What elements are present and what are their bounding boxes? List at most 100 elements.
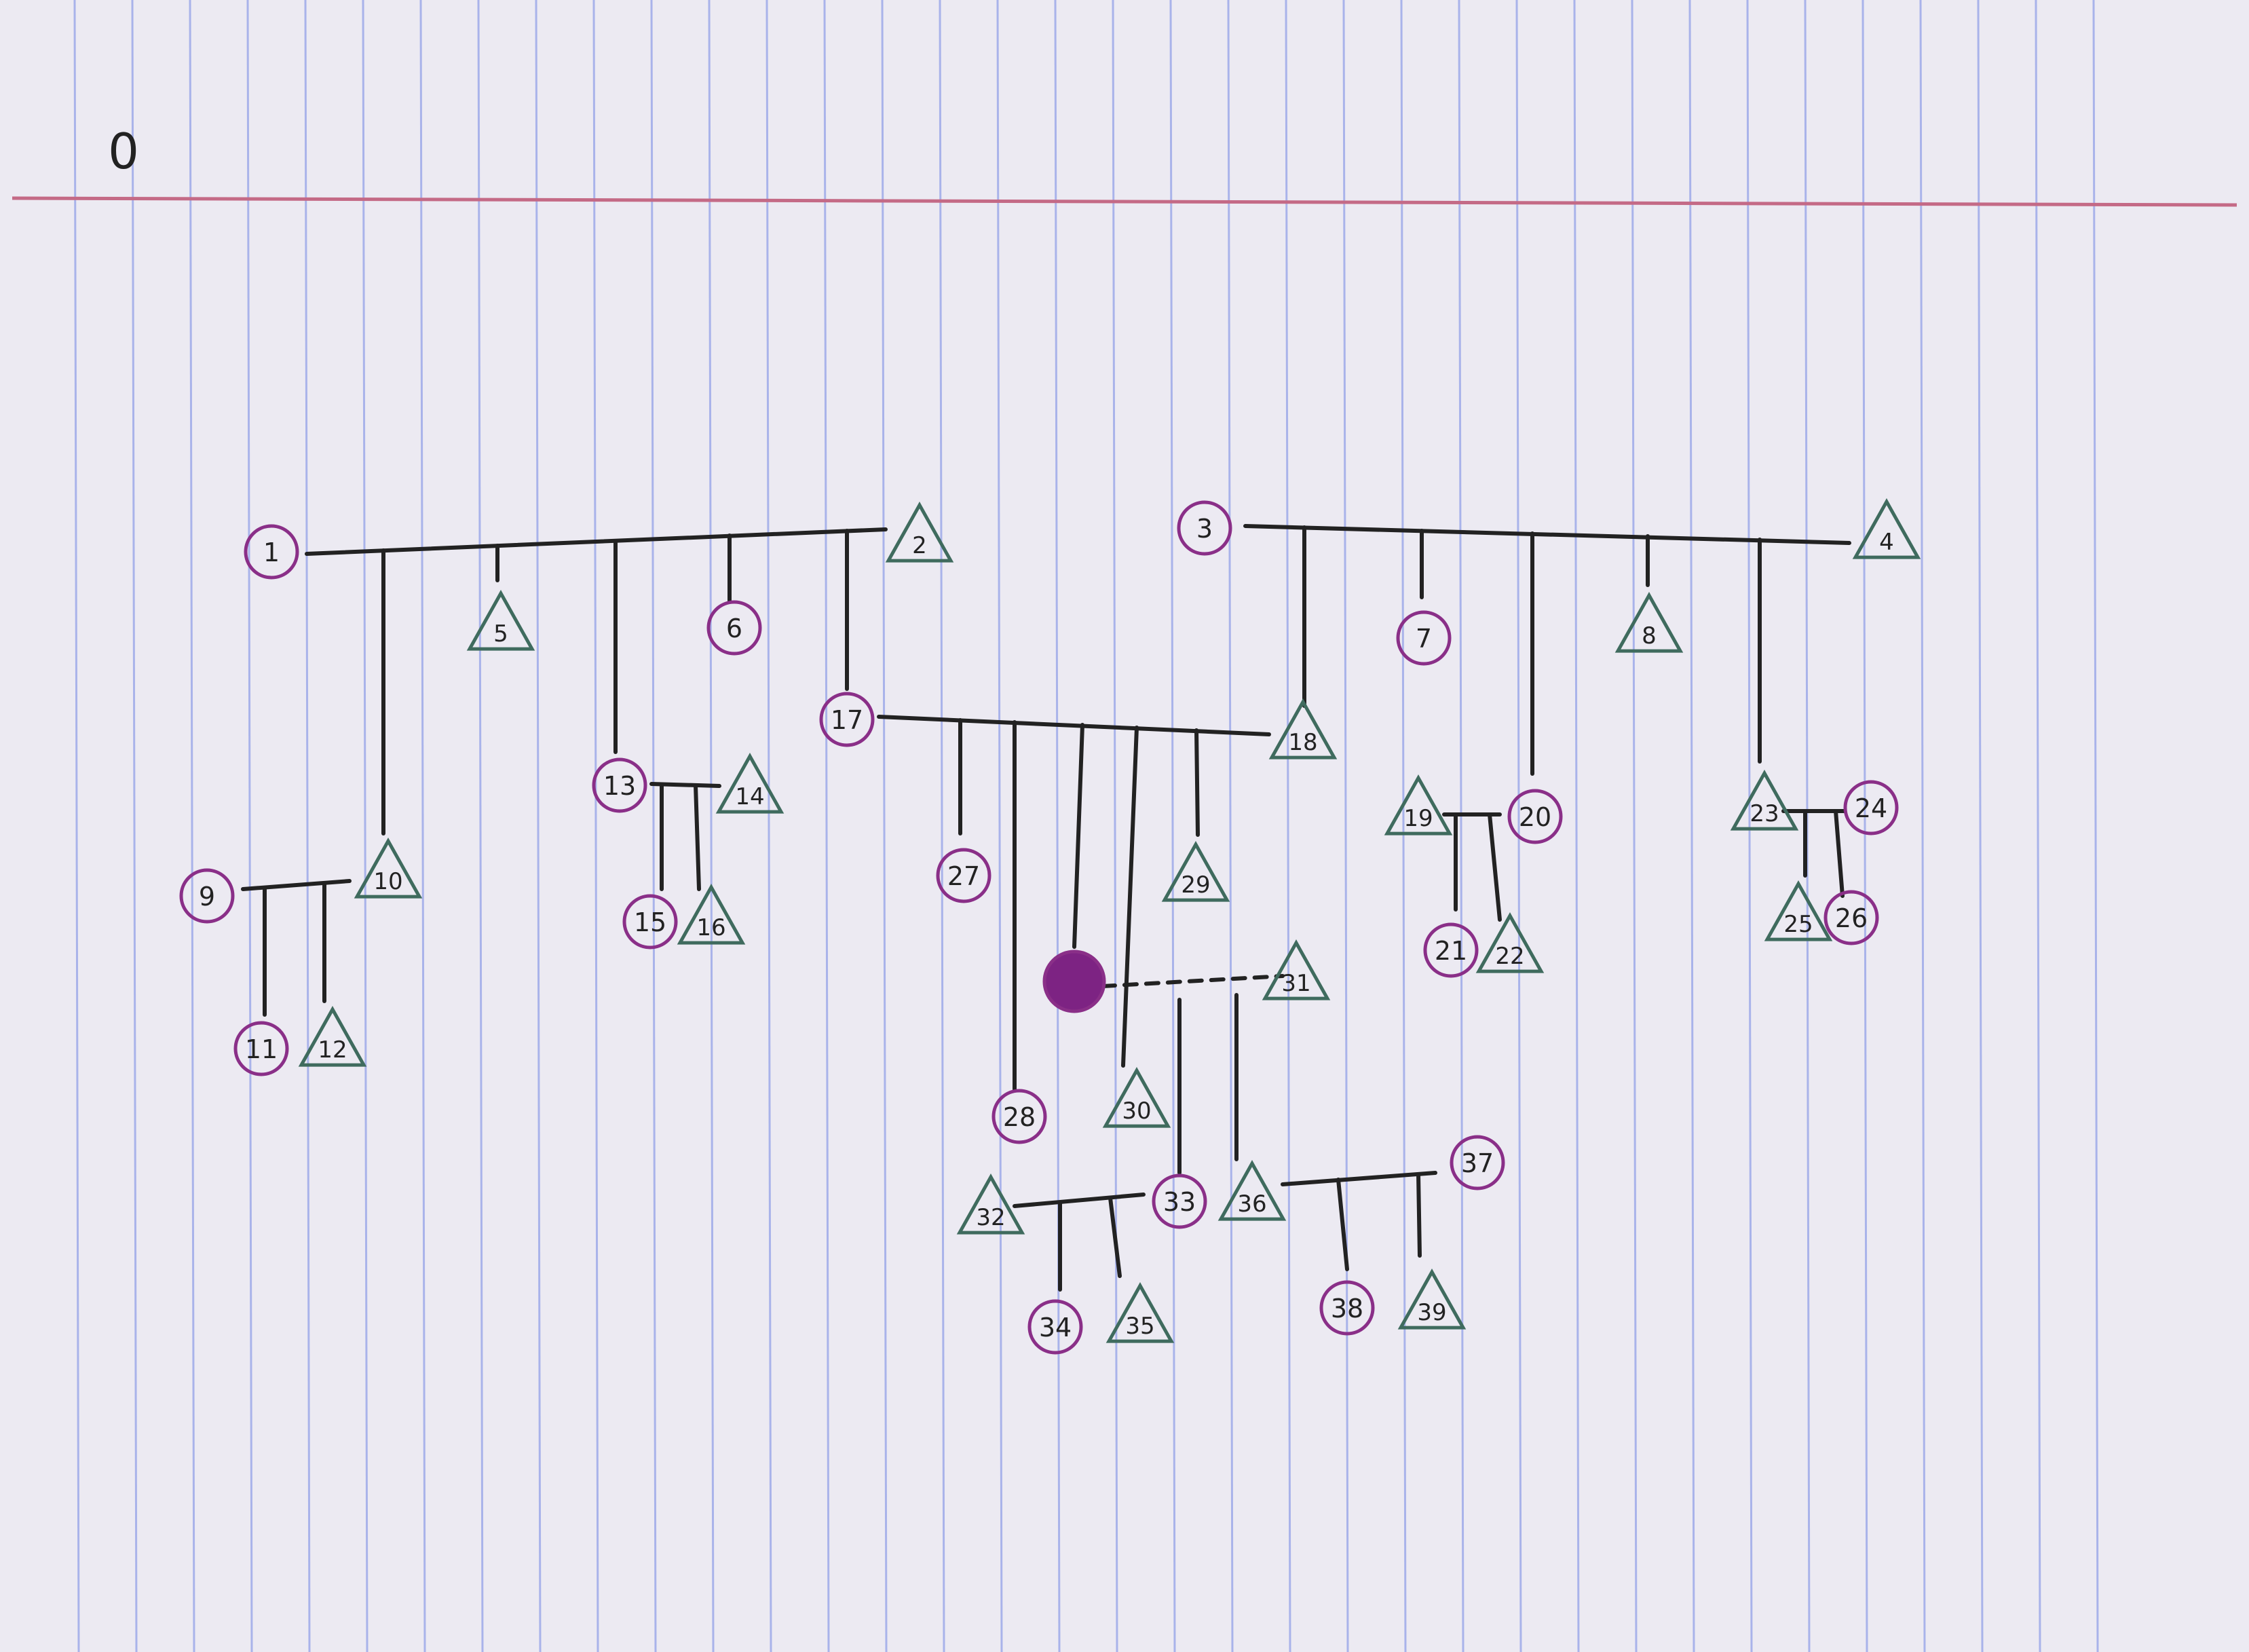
triangle-shape [1730,770,1799,831]
ruled-line [1285,0,1291,1652]
ruled-line [650,0,657,1652]
ruled-line [1054,0,1061,1652]
ruled-line [881,0,888,1652]
female-symbol: 27 [936,848,991,903]
ruled-line [766,0,772,1652]
individual-number: 13 [603,771,636,801]
circle-shape [819,692,875,747]
individual-number: 21 [1435,936,1467,966]
female-symbol: 9 [179,868,235,924]
male-symbol: 4 [1852,498,1921,559]
filled-circle-shape [1042,950,1106,1013]
female-symbol: 33 [1152,1174,1207,1229]
individual-number: 26 [1835,903,1868,933]
individual-number: 14 [735,783,764,810]
margin-line [12,196,2237,207]
female-symbol: 37 [1450,1135,1505,1190]
male-symbol: 32 [956,1174,1025,1235]
circle-shape [622,894,678,950]
individual-number: 1 [263,538,280,567]
male-symbol: 29 [1161,841,1230,902]
circle-shape [244,524,299,580]
ruled-line [708,0,715,1652]
ruled-line [2092,0,2099,1652]
ruled-line [1400,0,1407,1652]
individual-number: 33 [1163,1187,1196,1217]
triangle-shape [1262,939,1331,1000]
individual-number: 7 [1416,624,1432,654]
individual-number: 25 [1783,911,1813,938]
ruled-line [1112,0,1118,1652]
ruled-line [189,0,195,1652]
female-symbol: 21 [1423,922,1479,978]
triangle-shape [354,838,423,899]
corner-mark: 0 [108,123,139,180]
male-symbol: 31 [1262,939,1331,1000]
female-symbol: 24 [1843,780,1899,836]
triangle-shape [956,1174,1025,1235]
female-symbol: 34 [1027,1299,1083,1355]
individual-number: 29 [1181,871,1210,899]
ruled-line [1342,0,1349,1652]
ruled-line [362,0,368,1652]
ruled-line [1746,0,1753,1652]
male-symbol: 36 [1217,1160,1287,1221]
individual-number: 5 [493,620,508,647]
circle-shape [706,600,762,656]
ruled-line [304,0,311,1652]
ruled-line [1631,0,1638,1652]
individual-number: 20 [1519,802,1551,832]
female-symbol: 38 [1319,1280,1375,1336]
ruled-line [2035,0,2041,1652]
ruled-line [1919,0,1926,1652]
individual-number: 35 [1125,1313,1154,1340]
female-symbol: 1 [244,524,299,580]
triangle-shape [1764,880,1833,941]
triangle-shape [1161,841,1230,902]
affected-female-symbol [1042,950,1106,1013]
ruled-line [996,0,1003,1652]
triangle-shape [715,753,785,814]
male-symbol: 39 [1397,1269,1467,1330]
individual-number: 16 [696,914,725,941]
individual-number: 32 [976,1204,1005,1231]
circle-shape [936,848,991,903]
ruled-lines [73,0,2099,1652]
pedigree-connectors [241,524,1851,1292]
individual-number: 15 [634,907,666,937]
ruled-line [131,0,138,1652]
male-symbol: 25 [1764,880,1833,941]
ruled-line [1977,0,1984,1652]
triangle-shape [1268,698,1338,759]
female-symbol: 26 [1823,890,1879,945]
triangle-shape [1217,1160,1287,1221]
individual-number: 38 [1331,1294,1363,1324]
individual-number: 4 [1879,529,1894,556]
male-symbol: 8 [1614,592,1684,653]
male-symbol: 14 [715,753,785,814]
female-symbol: 15 [622,894,678,950]
female-symbol: 17 [819,692,875,747]
individual-number: 18 [1288,729,1317,756]
female-symbol: 7 [1396,610,1452,666]
individual-number: 23 [1750,800,1779,827]
triangle-shape [1384,774,1453,836]
circle-shape [1423,922,1479,978]
circle-shape [1319,1280,1375,1336]
triangle-shape [1614,592,1684,653]
ruled-line [823,0,830,1652]
individual-number: 2 [912,532,927,559]
triangle-shape [677,884,746,945]
circle-shape [179,868,235,924]
circle-shape [1027,1299,1083,1355]
circle-shape [1152,1174,1207,1229]
individual-number: 37 [1461,1148,1494,1178]
individual-number: 36 [1237,1190,1266,1218]
individual-number: 11 [245,1034,278,1064]
triangle-shape [298,1006,367,1067]
female-symbol: 20 [1507,789,1563,844]
male-symbol: 2 [885,502,954,563]
